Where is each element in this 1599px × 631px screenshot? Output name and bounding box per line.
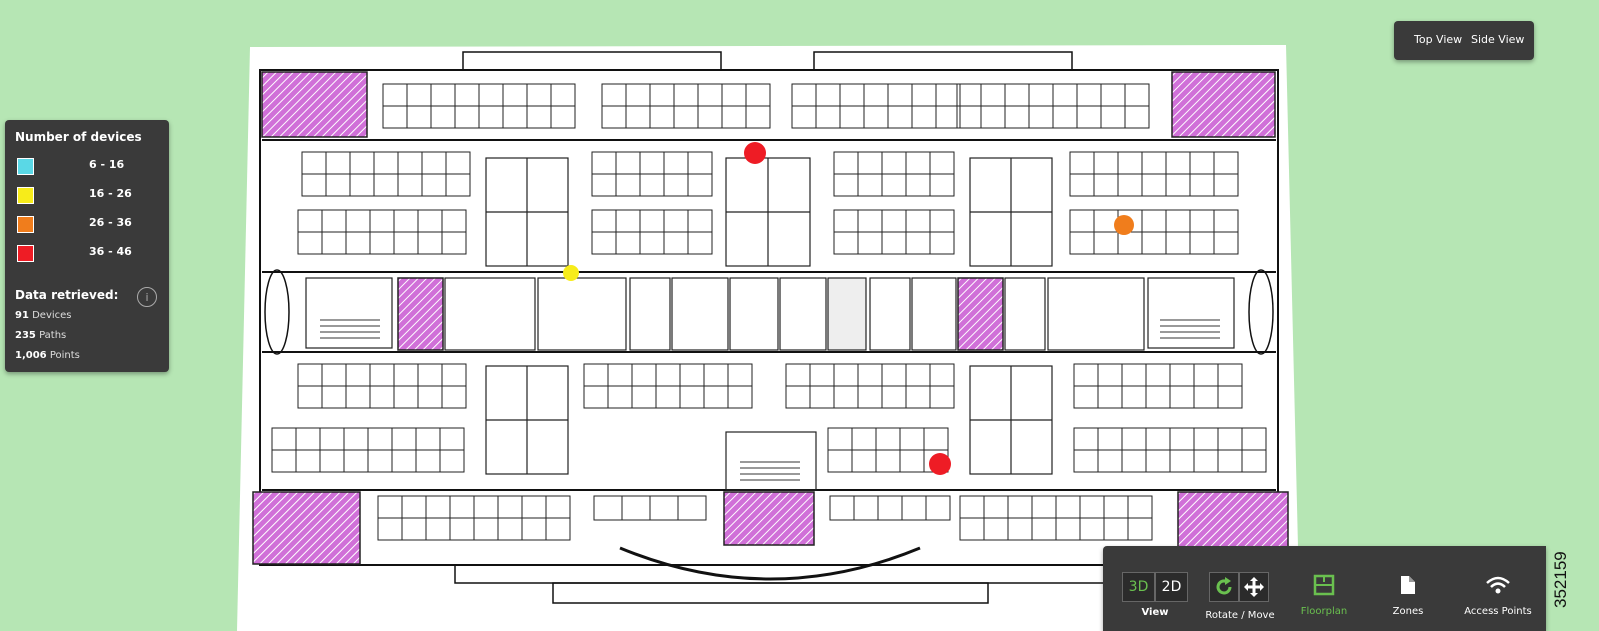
legend-panel: Number of devices 6 - 16 16 - 26 26 - 36… [5,120,169,372]
office-cell [745,105,771,129]
legend-swatch-orange [17,216,34,233]
legend-swatch-yellow [17,187,34,204]
legend-row: 36 - 46 [17,243,157,263]
legend-range: 26 - 36 [89,216,132,229]
2d-button[interactable]: 2D [1155,572,1188,602]
legend-swatch-red [17,245,34,262]
office-cell [550,105,576,129]
floorplan-icon [1313,574,1335,596]
info-icon[interactable]: i [137,287,157,307]
office-cell [441,231,467,255]
office-cell [929,173,955,197]
rotate-icon[interactable] [1209,572,1239,602]
floorplan-button[interactable]: Floorplan [1296,574,1352,617]
office-cell [1127,517,1153,541]
device-marker-red[interactable] [744,142,766,164]
svg-text:352159: 352159 [1551,551,1570,608]
figure-number: 352159 [1551,551,1570,608]
move-icon[interactable] [1239,572,1269,602]
data-retrieved-title: Data retrieved: [15,288,119,302]
office-cell [1217,385,1243,409]
office-cell [1124,105,1150,129]
top-view-button[interactable]: Top View [1414,33,1463,46]
office-cell [1241,449,1267,473]
view-label: View [1141,607,1169,618]
device-marker-orange[interactable] [1114,215,1134,235]
office-cell [925,495,951,521]
access-points-label: Access Points [1464,606,1532,617]
floorplan-label: Floorplan [1300,606,1348,617]
hatched-room [252,491,361,565]
stat-paths: 235 Paths [15,330,67,341]
rotate-move-label: Rotate / Move [1205,610,1275,621]
office-cell [687,231,713,255]
floorplan-sheet [237,45,1300,631]
office-cell [929,385,955,409]
access-points-button[interactable]: Access Points [1456,574,1540,617]
zones-button[interactable]: Zones [1385,574,1431,617]
office-cell [677,495,707,521]
stat-devices: 91 Devices [15,310,72,321]
device-marker-red[interactable] [929,453,951,475]
3d-button[interactable]: 3D [1122,572,1155,602]
hatched-room [957,277,1004,351]
office-cell [935,105,961,129]
office-cell [727,385,753,409]
office-cell [445,173,471,197]
side-view-button[interactable]: Side View [1471,33,1525,46]
hatched-room [397,277,444,351]
legend-row: 26 - 36 [17,214,157,234]
view-mode-panel: Top View Side View [1394,21,1534,60]
legend-row: 6 - 16 [17,156,157,176]
hatched-room [723,491,815,546]
legend-title: Number of devices [15,130,142,144]
legend-range: 6 - 16 [89,158,125,171]
wifi-icon [1486,576,1510,594]
office-cell [1213,231,1239,255]
stat-points: 1,006 Points [15,350,80,361]
zones-icon [1401,576,1415,594]
office-cell [687,173,713,197]
bottom-toolbar: 3D 2D View Rotate / Move Floorplan Zones… [1103,546,1546,631]
legend-row: 16 - 26 [17,185,157,205]
office-cell [441,385,467,409]
legend-swatch-cyan [17,158,34,175]
legend-range: 16 - 26 [89,187,132,200]
hatched-room [261,71,368,138]
office-cell [545,517,571,541]
hatched-room [1171,71,1276,138]
legend-range: 36 - 46 [89,245,132,258]
hatched-room [1177,491,1289,548]
device-marker-yellow[interactable] [563,265,579,281]
office-cell [1213,173,1239,197]
office-cell [929,231,955,255]
zones-label: Zones [1392,606,1424,617]
office-cell [439,449,465,473]
